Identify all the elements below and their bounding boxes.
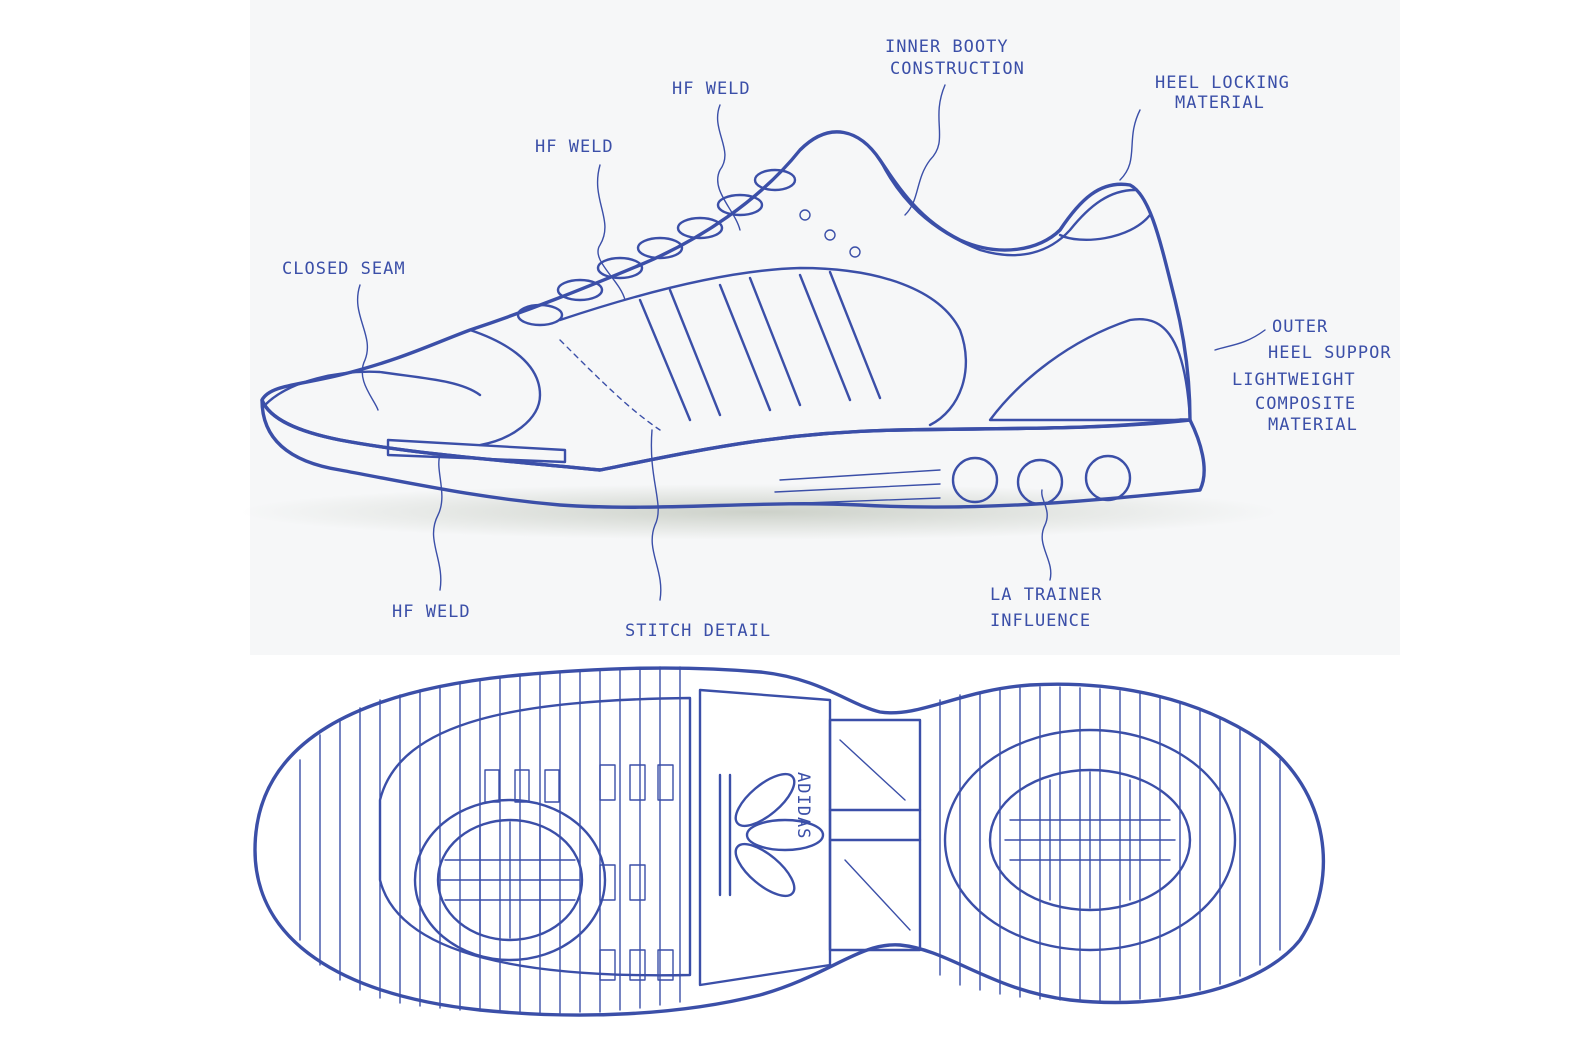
three-stripes [638,270,882,422]
callout-hf-weld-top: HF WELD [672,79,751,99]
shoe-sole-view: ADIDAS [253,666,1326,1017]
forefoot-inner [378,696,692,977]
callout-inner-booty-2: CONSTRUCTION [890,59,1025,79]
forefoot-pod-inner [436,818,584,942]
pod-grid [439,821,581,939]
midsole-line [777,497,941,505]
callout-labels: INNER BOOTY CONSTRUCTION HEEL LOCKING MA… [282,37,1392,641]
heel-pod-grid [1004,771,1176,909]
heel-counter [988,318,1192,422]
callout-lightweight-3: MATERIAL [1268,415,1358,435]
callout-heel-locking-2: MATERIAL [1175,93,1265,113]
leader [650,429,662,601]
shoe-side-view [240,84,1280,601]
brand-text: ADIDAS [793,772,813,839]
callout-closed-seam: CLOSED SEAM [282,259,406,279]
upper-paper [250,0,1400,655]
arch-hatch [839,739,906,801]
heel-tab [1058,213,1152,241]
callout-outer-heel-2: HEEL SUPPOR [1268,343,1392,363]
callout-inner-booty-1: INNER BOOTY [885,37,1009,57]
eyelet [799,209,811,221]
trefoil-logo [718,772,825,898]
leader [1041,489,1052,581]
heel-pod-outer [943,728,1237,952]
stitch-line [559,339,661,431]
stripe-panel [558,266,968,427]
leader [1214,329,1266,351]
callout-stitch-detail: STITCH DETAIL [625,621,771,641]
heel-pod [1084,454,1132,502]
leader [904,84,946,216]
leader [432,454,443,591]
toe-cap [263,370,482,407]
forefoot-ribs [299,666,681,1014]
callout-hf-weld-mid: HF WELD [535,137,614,157]
callout-heel-locking-1: HEEL LOCKING [1155,73,1290,93]
callout-la-trainer-2: INFLUENCE [990,611,1091,631]
midsole-line [779,469,941,481]
leader [716,104,741,231]
callout-lightweight-2: COMPOSITE [1255,394,1356,414]
leader [596,164,626,301]
heel-pod-inner [988,768,1192,912]
upper-body [260,130,1192,472]
tread-lugs [484,764,674,981]
toe-window [386,438,567,464]
leader [1119,109,1141,181]
callout-outer-heel-1: OUTER [1272,317,1328,337]
heel-pod [951,456,999,504]
heel-pod [1016,458,1064,506]
sole-outline [253,666,1326,1017]
callout-la-trainer-1: LA TRAINER [990,585,1102,605]
eyelet [824,229,836,241]
toe-overlay [468,328,542,447]
eyelet [849,246,861,258]
arch-hatch [844,859,911,931]
midfoot-plate [698,688,832,987]
callout-lightweight-1: LIGHTWEIGHT [1232,370,1356,390]
leader [356,284,379,411]
laces [516,168,797,327]
arch-bridge [828,718,922,952]
midsole-line [774,483,941,493]
forefoot-pod [413,798,607,962]
callout-hf-weld-bottom: HF WELD [392,602,471,622]
collar [878,158,1137,257]
